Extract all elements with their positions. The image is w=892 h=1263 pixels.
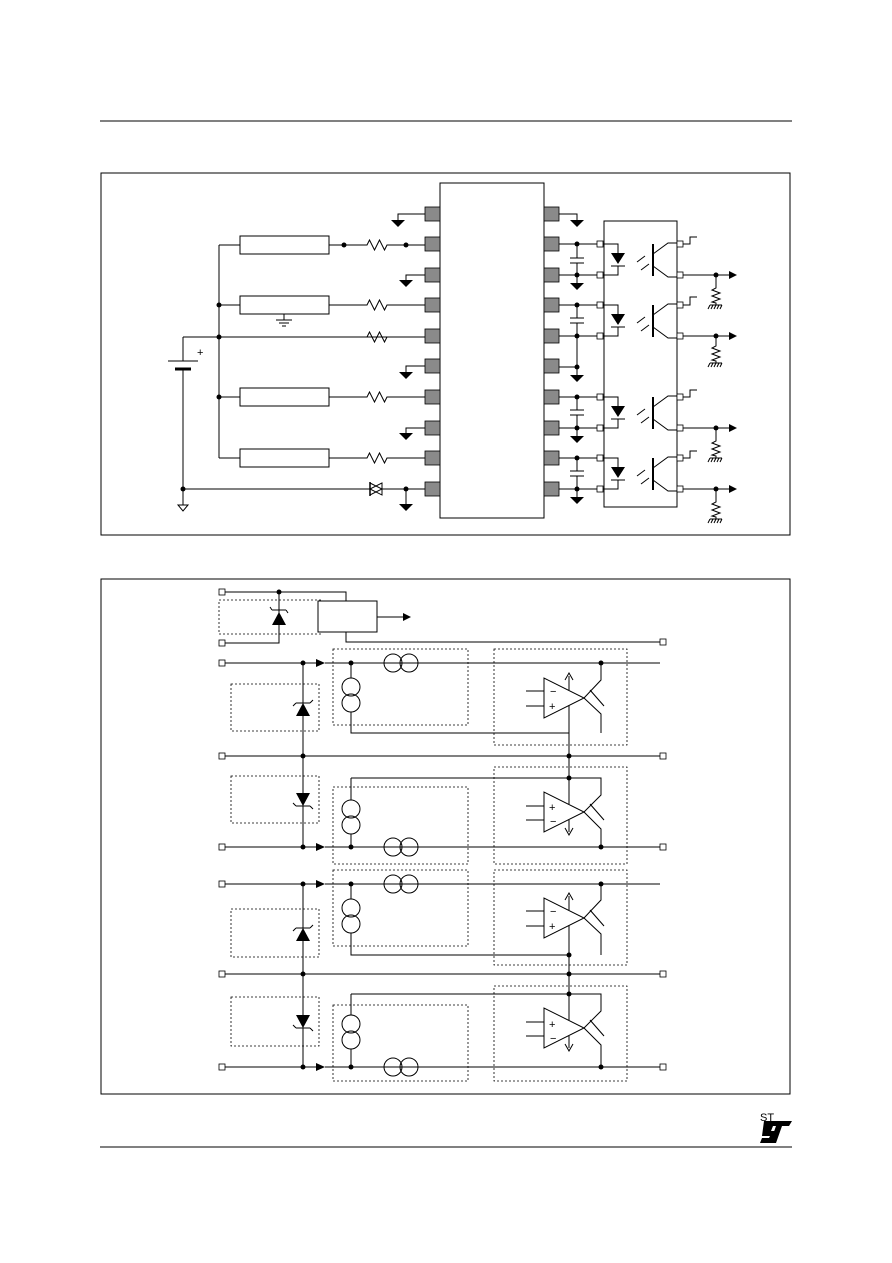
opto-channels (559, 236, 737, 524)
battery-plus-label: + (197, 347, 203, 359)
sensor-box-1 (239, 235, 330, 255)
ic-left-pins (424, 206, 441, 497)
sensor-box-4 (239, 448, 330, 468)
ic-body (439, 182, 545, 519)
svg-text:+: + (549, 802, 555, 814)
sensor-box-2 (239, 295, 330, 315)
optocoupler-package (603, 220, 678, 508)
st-logo-label: ST (760, 1112, 774, 1124)
svg-text:+: + (549, 701, 555, 713)
svg-text:−: − (550, 906, 556, 918)
sensor-box-3 (239, 387, 330, 407)
svg-text:−: − (550, 686, 556, 698)
ic-right-pins (543, 206, 560, 497)
regulator-box (317, 600, 378, 633)
svg-text:+: + (549, 1019, 555, 1031)
svg-text:+: + (549, 921, 555, 933)
svg-text:−: − (550, 816, 556, 828)
st-logo: ST (760, 1112, 792, 1143)
figure-2-block-diagram: − + + − (100, 578, 791, 1095)
svg-text:−: − (550, 1033, 556, 1045)
figure-1-application-circuit: + (100, 172, 791, 536)
